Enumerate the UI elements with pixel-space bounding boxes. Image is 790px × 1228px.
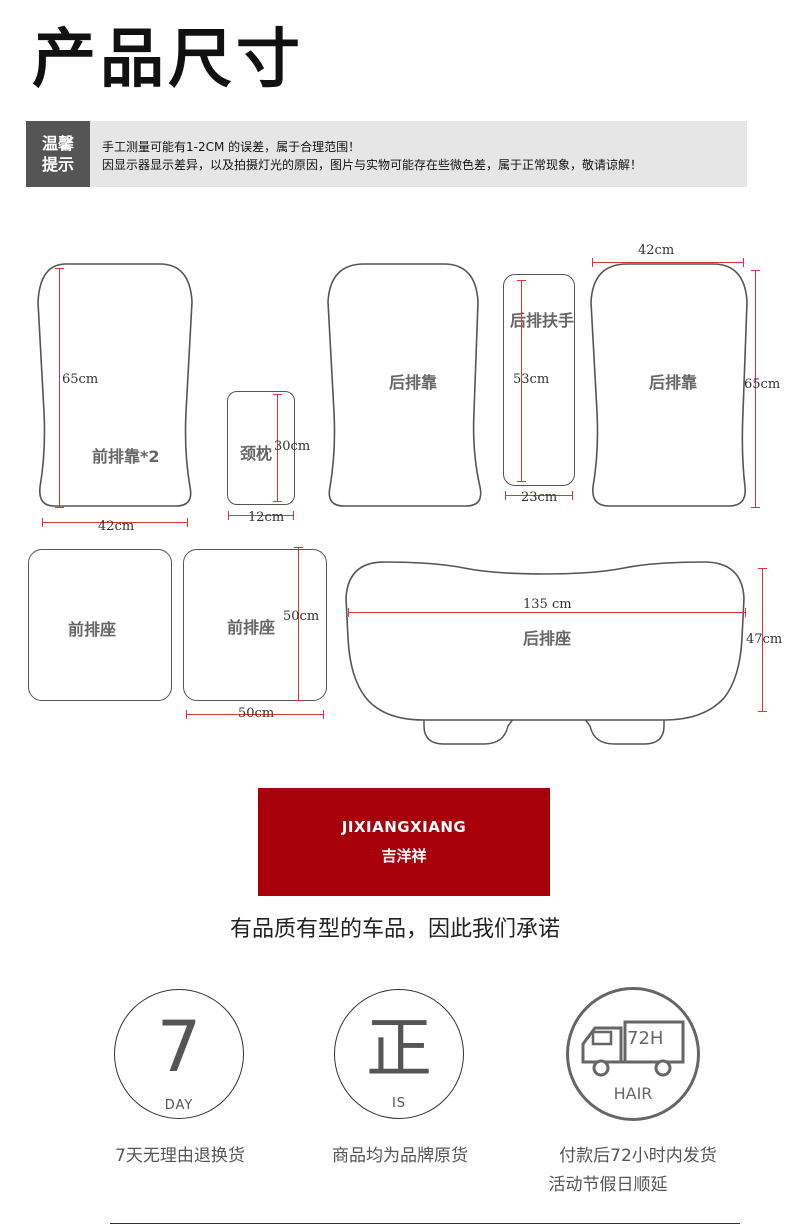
front-seat-right-height-label: 50cm — [283, 609, 320, 624]
front-back-width-line — [42, 518, 188, 527]
rear-back-left-panel — [327, 263, 482, 507]
front-back-height-line — [55, 268, 64, 508]
rear-seat-height-label: 47cm — [746, 632, 783, 647]
truck-72h-icon: 72H HAIR — [566, 987, 700, 1121]
genuine-caption: 商品均为品牌原货 — [332, 1146, 468, 1166]
rear-armrest-panel — [503, 274, 575, 486]
rear-back-right-panel — [590, 263, 748, 507]
front-seat-right-panel — [183, 549, 327, 701]
front-back-height-label: 65cm — [62, 372, 99, 387]
bottom-divider — [110, 1223, 740, 1224]
rear-armrest-width-label: 23cm — [521, 490, 558, 505]
genuine-unit: IS — [391, 1096, 407, 1111]
rear-armrest-height-line — [517, 280, 526, 482]
front-seat-right-label: 前排座 — [227, 618, 276, 637]
neck-pillow-height-label: 30cm — [274, 439, 311, 454]
front-seat-right-height-line — [294, 547, 303, 701]
genuine-icon: 正 IS — [334, 989, 464, 1119]
shipping-caption-2: 活动节假日顺延 — [548, 1175, 668, 1195]
seven-day-unit: DAY — [164, 1098, 194, 1113]
notice-line-1: 手工测量可能有1-2CM 的误差，属于合理范围！ — [102, 140, 361, 154]
front-back-panel — [37, 263, 193, 507]
front-seat-right-width-label: 50cm — [238, 706, 275, 721]
rear-back-right-width-line — [592, 258, 744, 267]
neck-pillow-height-line — [273, 394, 282, 502]
neck-pillow-label: 颈枕 — [240, 444, 273, 463]
seven-day-number: 7 — [156, 1006, 202, 1088]
rear-seat-height-line — [758, 568, 767, 712]
brand-banner: JIXIANGXIANG 吉洋祥 — [258, 788, 550, 896]
rear-back-right-height-line — [751, 270, 760, 508]
rear-seat-label: 后排座 — [523, 629, 572, 648]
rear-back-left-label: 后排靠 — [389, 373, 438, 392]
truck-unit: HAIR — [613, 1084, 653, 1103]
rear-back-right-label: 后排靠 — [649, 373, 698, 392]
genuine-glyph: 正 — [366, 1010, 432, 1087]
rear-back-right-width-label: 42cm — [638, 243, 675, 258]
front-back-label: 前排靠*2 — [92, 447, 160, 466]
seven-day-icon: 7 DAY — [114, 989, 244, 1119]
notice-line-2: 因显示器显示差异，以及拍摄灯光的原因，图片与实物可能存在些微色差，属于正常现象，… — [102, 158, 643, 172]
rear-armrest-height-label: 53cm — [513, 372, 550, 387]
notice-tag: 温馨提示 — [26, 121, 90, 187]
rear-armrest-label: 后排扶手 — [510, 311, 575, 330]
neck-pillow-width-label: 12cm — [248, 510, 285, 525]
page-title: 产品尺寸 — [32, 23, 304, 97]
rear-seat-panel — [345, 561, 745, 745]
rear-seat-width-line — [348, 608, 746, 617]
notice-tag-line2: 提示 — [41, 155, 74, 174]
rear-armrest-width-line — [505, 491, 573, 500]
notice-banner: 温馨提示 手工测量可能有1-2CM 的误差，属于合理范围！ 因显示器显示差异，以… — [26, 121, 747, 187]
truck-badge: 72H — [627, 1028, 664, 1049]
notice-tag-line1: 温馨 — [41, 134, 74, 153]
return-policy-caption: 7天无理由退换货 — [115, 1146, 245, 1166]
rear-seat-width-label: 135 cm — [523, 597, 572, 612]
shipping-caption-1: 付款后72小时内发货 — [559, 1146, 717, 1166]
brand-name-cn: 吉洋祥 — [381, 847, 427, 865]
truck-icon — [581, 1020, 685, 1077]
neck-pillow-width-line — [228, 511, 294, 520]
front-seat-left-label: 前排座 — [68, 620, 117, 639]
front-seat-right-width-line — [186, 710, 324, 719]
front-seat-left-panel — [28, 549, 172, 701]
neck-pillow-panel — [227, 391, 295, 505]
front-back-width-label: 42cm — [98, 519, 135, 534]
rear-back-right-height-label: 65cm — [744, 377, 781, 392]
brand-name-en: JIXIANGXIANG — [341, 818, 467, 836]
slogan: 有品质有型的车品，因此我们承诺 — [229, 917, 560, 942]
